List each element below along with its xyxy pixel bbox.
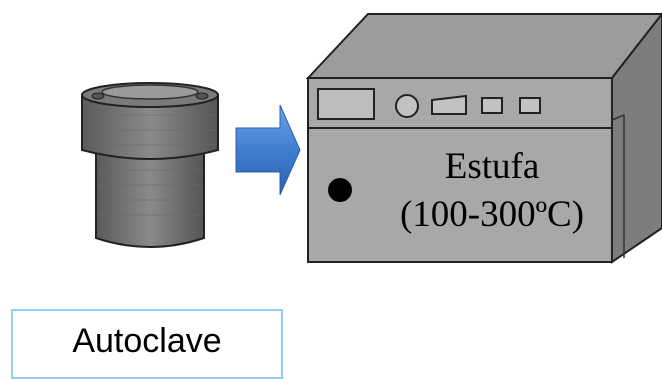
autoclave-label-box: Autoclave bbox=[11, 309, 283, 379]
autoclave-label: Autoclave bbox=[72, 322, 222, 360]
oven-name: Estufa bbox=[444, 146, 540, 187]
process-diagram bbox=[81, 12, 662, 264]
oven-label: Estufa (100-300ºC) bbox=[378, 143, 606, 239]
arrow-right-icon bbox=[235, 104, 301, 196]
autoclave-vessel-icon bbox=[81, 82, 219, 248]
oven-icon bbox=[305, 12, 662, 264]
oven-temperature: (100-300ºC) bbox=[399, 194, 585, 235]
